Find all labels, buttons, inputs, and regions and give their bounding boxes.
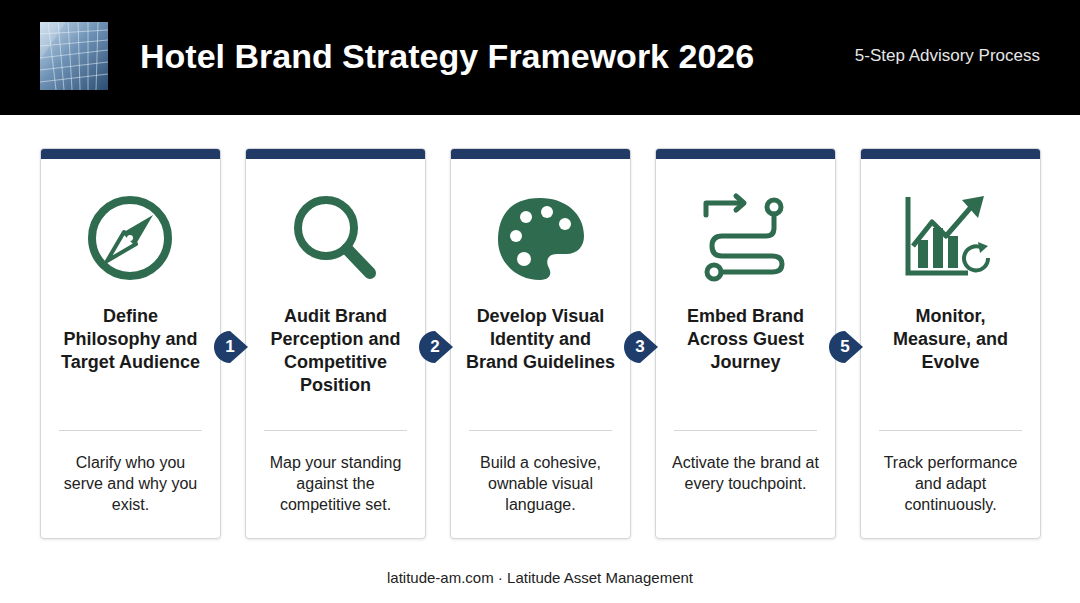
process-card: Audit Brand Perception and Competitive P… [245,148,426,539]
process-card: Define Philosophy and Target AudienceCla… [40,148,221,539]
step-heading: Embed Brand Across Guest Journey [670,305,822,374]
magnifier-icon [298,200,370,273]
card-divider [264,430,407,431]
page-title: Hotel Brand Strategy Framework 2026 [140,34,754,78]
step-number: 1 [215,336,245,358]
step-connector [419,331,453,363]
process-card: Monitor, Measure, and EvolveTrack perfor… [860,148,1041,539]
step-description: Track performance and adapt continuously… [876,452,1026,515]
step-description: Build a cohesive, ownable visual languag… [466,452,616,515]
arrow-badge [829,331,863,363]
step-connector [624,331,658,363]
step-number: 2 [420,336,450,358]
step-description: Activate the brand at every touchpoint. [671,452,821,494]
card-top-bar [246,149,425,159]
card-top-bar [41,149,220,159]
card-top-bar [656,149,835,159]
step-connector [829,331,863,363]
card-divider [674,430,817,431]
card-top-bar [451,149,630,159]
step-heading: Define Philosophy and Target Audience [55,305,207,374]
card-top-bar [861,149,1040,159]
palette-icon [498,198,584,280]
building-photo [40,22,108,90]
footer-caption: latitude-am.com · Latitude Asset Managem… [0,568,1080,588]
step-heading: Develop Visual Identity and Brand Guidel… [465,305,617,374]
step-number: 3 [625,336,655,358]
arrow-badge [624,331,658,363]
route-icon [706,196,782,279]
arrow-badge [214,331,248,363]
step-connector [214,331,248,363]
step-heading: Monitor, Measure, and Evolve [875,305,1027,374]
card-divider [59,430,202,431]
step-description: Clarify who you serve and why you exist. [56,452,206,515]
step-number: 5 [830,336,860,358]
growth-chart-icon [908,196,988,273]
card-divider [469,430,612,431]
step-description: Map your standing against the competitiv… [261,452,411,515]
card-divider [879,430,1022,431]
compass-icon [92,200,168,276]
process-card: Embed Brand Across Guest JourneyActivate… [655,148,836,539]
step-heading: Audit Brand Perception and Competitive P… [260,305,412,397]
arrow-badge [419,331,453,363]
subtitle-label: 5-Step Advisory Process [855,45,1040,67]
